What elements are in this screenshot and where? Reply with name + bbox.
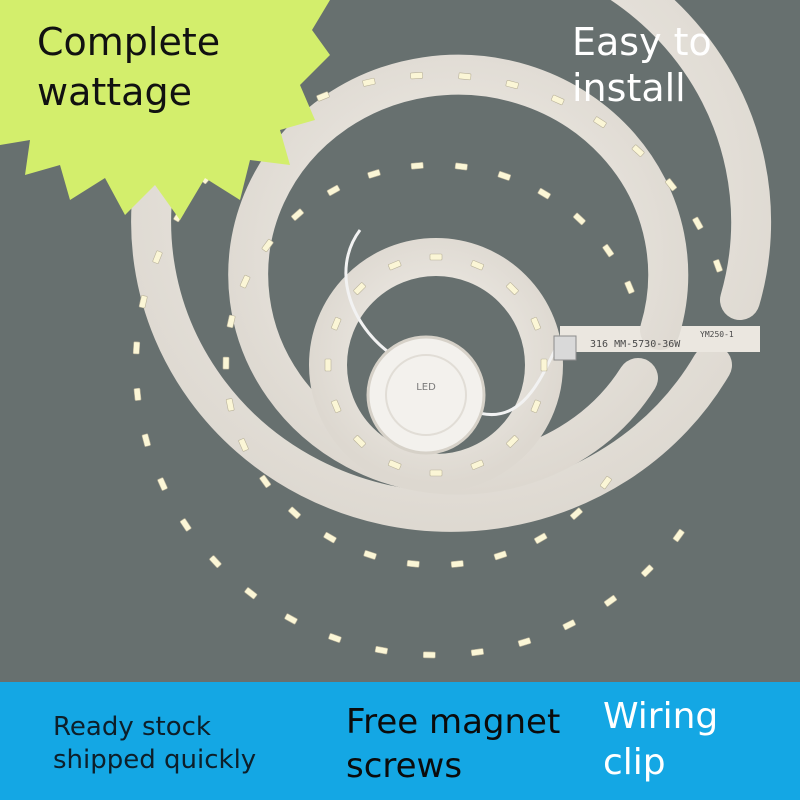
led-chip bbox=[328, 633, 342, 643]
led-chip bbox=[388, 459, 402, 470]
led-chip bbox=[593, 116, 607, 128]
led-chip bbox=[505, 79, 519, 90]
led-chip bbox=[603, 595, 618, 607]
led-chip bbox=[388, 260, 402, 271]
led-chip bbox=[291, 208, 304, 221]
led-chip bbox=[530, 317, 541, 331]
led-chip bbox=[506, 435, 519, 448]
badge-shape bbox=[0, 0, 330, 220]
led-chip bbox=[458, 72, 472, 81]
led-chip bbox=[450, 560, 464, 568]
led-chip bbox=[406, 559, 420, 568]
led-chip bbox=[506, 282, 519, 295]
led-chip bbox=[641, 564, 654, 578]
led-chip bbox=[374, 646, 388, 655]
led-chip bbox=[326, 184, 341, 196]
led-chip bbox=[600, 476, 612, 490]
feature-stock-line1: Ready stock bbox=[53, 712, 211, 742]
led-chip bbox=[665, 178, 677, 192]
led-chip bbox=[454, 162, 468, 171]
led-chip bbox=[692, 216, 704, 231]
led-chip bbox=[222, 356, 230, 370]
led-chip bbox=[410, 162, 424, 170]
led-chip bbox=[209, 555, 222, 568]
led-chip bbox=[238, 438, 249, 452]
led-chip bbox=[602, 244, 615, 258]
led-chip bbox=[497, 171, 511, 181]
led-chip bbox=[562, 619, 576, 631]
led-chip bbox=[713, 259, 723, 273]
led-chip bbox=[132, 341, 141, 355]
led-chip bbox=[152, 250, 163, 264]
led-chip bbox=[288, 506, 301, 519]
feature-clip-line1: Wiring bbox=[603, 696, 719, 737]
led-chip bbox=[157, 477, 168, 491]
badge-headline-line1: Complete bbox=[37, 20, 221, 64]
led-chip bbox=[534, 532, 548, 544]
led-chip bbox=[239, 274, 251, 289]
led-chip bbox=[551, 94, 565, 106]
ring-connector bbox=[553, 335, 577, 361]
led-chip bbox=[353, 435, 366, 448]
led-chip bbox=[363, 550, 377, 560]
driver-wire bbox=[469, 349, 557, 417]
install-headline-line1: Easy to bbox=[572, 20, 712, 64]
feature-magnet-line1: Free magnet bbox=[346, 702, 561, 742]
led-chip bbox=[410, 71, 424, 80]
led-chip bbox=[179, 518, 192, 532]
feature-stock-line2: shipped quickly bbox=[53, 745, 257, 775]
led-chip bbox=[316, 91, 330, 102]
led-chip bbox=[225, 398, 235, 412]
led-chip bbox=[517, 637, 532, 647]
badge-starburst bbox=[0, 0, 330, 220]
feature-clip-line2: clip bbox=[603, 742, 666, 783]
feature-magnet-line2: screws bbox=[346, 746, 463, 786]
led-chip bbox=[141, 433, 151, 447]
led-driver-module: LED bbox=[366, 335, 486, 455]
led-chip bbox=[540, 358, 548, 372]
led-chip bbox=[573, 212, 586, 226]
pcb-part-label: YM250-1 bbox=[700, 330, 734, 339]
badge-headline-line2: wattage bbox=[37, 70, 192, 114]
led-chip bbox=[259, 474, 272, 488]
led-chip bbox=[323, 532, 337, 544]
led-chip bbox=[470, 459, 484, 470]
led-chip bbox=[133, 387, 142, 401]
led-chip bbox=[138, 295, 148, 309]
pcb-model-label: 316 MM-5730-36W bbox=[590, 339, 681, 350]
led-chip bbox=[429, 469, 443, 477]
led-chip bbox=[530, 399, 541, 413]
led-chip bbox=[470, 260, 484, 271]
led-chip bbox=[284, 613, 298, 625]
led-chip bbox=[470, 648, 484, 657]
led-chip bbox=[353, 282, 366, 295]
feature-footer: Ready stock shipped quickly Free magnet … bbox=[0, 682, 800, 800]
led-chip bbox=[624, 280, 635, 294]
led-chips bbox=[132, 71, 723, 659]
led-chip bbox=[324, 358, 332, 372]
led-chip bbox=[244, 587, 258, 600]
driver-label: LED bbox=[416, 382, 436, 393]
led-chip bbox=[537, 188, 551, 200]
led-chip bbox=[422, 651, 436, 659]
led-chip bbox=[226, 314, 236, 329]
led-chip bbox=[672, 528, 685, 543]
driver-wire bbox=[344, 229, 401, 362]
led-chip bbox=[362, 77, 376, 87]
led-chip bbox=[631, 144, 645, 157]
led-chip bbox=[570, 507, 583, 520]
led-chip bbox=[331, 317, 342, 331]
led-chip bbox=[331, 399, 342, 413]
led-chip bbox=[429, 253, 443, 261]
led-chip bbox=[261, 238, 274, 253]
led-chip bbox=[367, 169, 381, 179]
install-headline-line2: install bbox=[572, 66, 686, 110]
led-chip bbox=[493, 550, 508, 561]
